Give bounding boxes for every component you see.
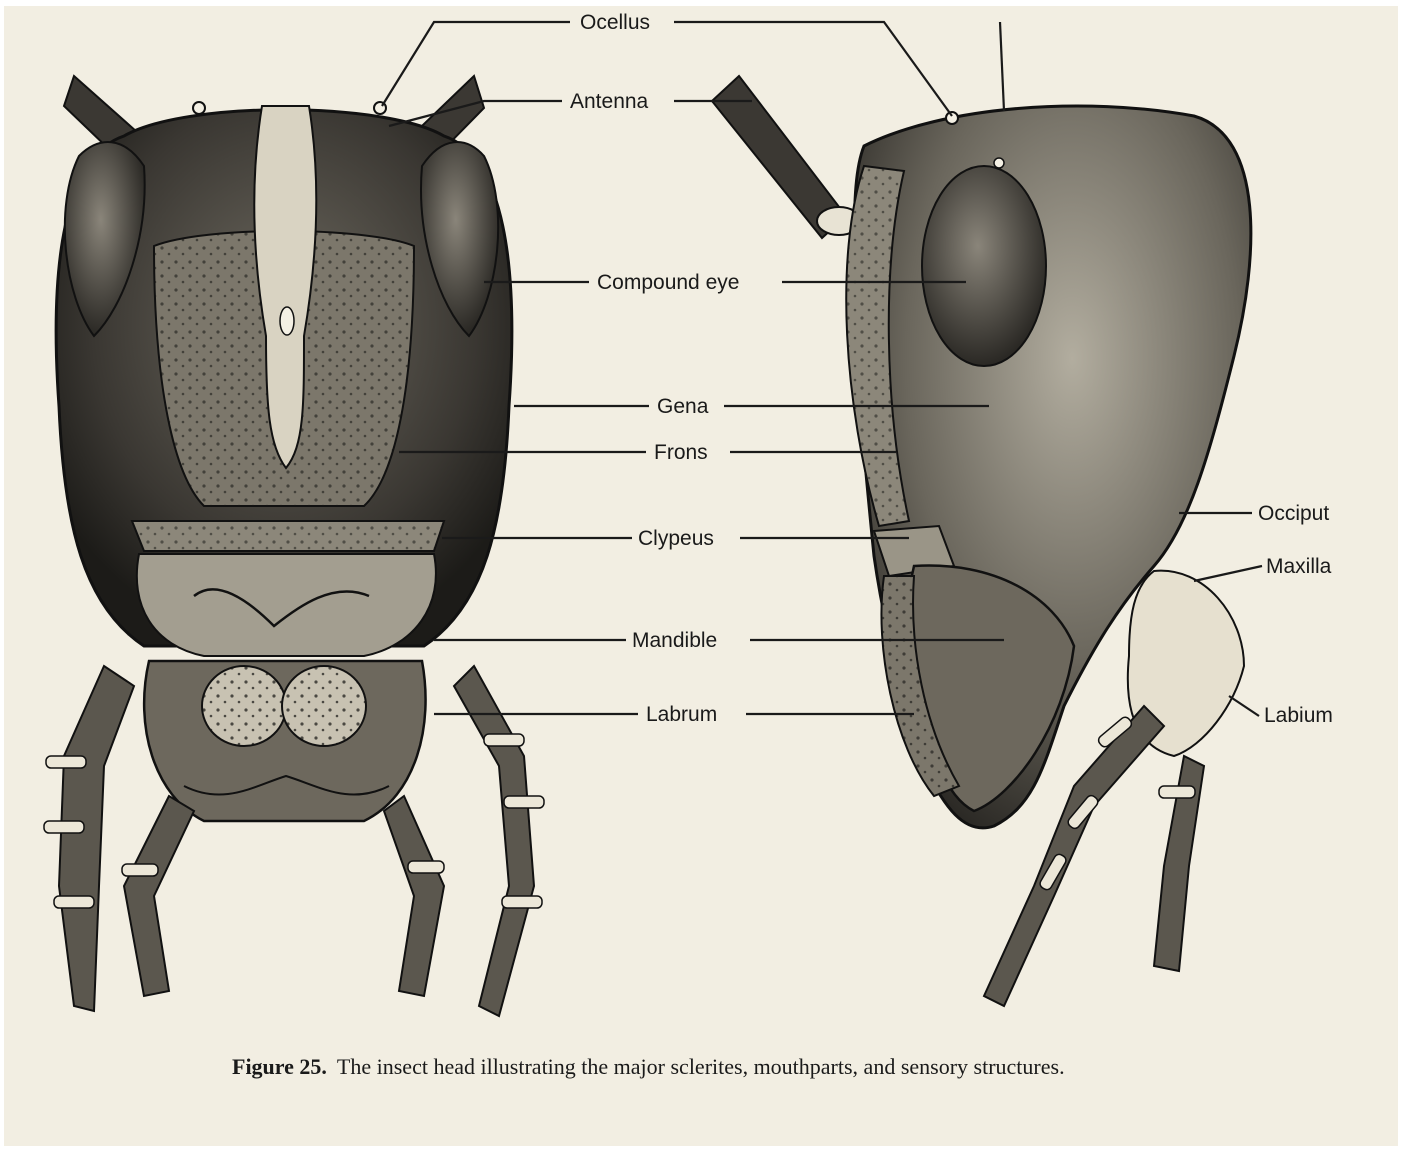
figure-page: Ocellus Antenna Compound eye Gena Frons … — [4, 6, 1398, 1146]
label-gena: Gena — [657, 395, 709, 418]
label-maxilla: Maxilla — [1266, 555, 1332, 578]
caption-text: The insect head illustrating the major s… — [337, 1054, 1065, 1079]
front-view-illustration — [44, 76, 544, 1016]
label-labium: Labium — [1264, 704, 1333, 727]
label-compound-eye: Compound eye — [597, 271, 739, 294]
label-occiput: Occiput — [1258, 502, 1329, 525]
label-mandible: Mandible — [632, 629, 717, 652]
label-ocellus: Ocellus — [580, 11, 650, 34]
label-frons: Frons — [654, 441, 708, 464]
insect-head-figure: Ocellus Antenna Compound eye Gena Frons … — [4, 6, 1398, 1146]
figure-number: Figure 25. — [232, 1054, 327, 1079]
label-labrum: Labrum — [646, 703, 717, 726]
figure-caption: Figure 25. The insect head illustrating t… — [232, 1052, 1192, 1081]
label-antenna: Antenna — [570, 90, 649, 113]
label-clypeus: Clypeus — [638, 527, 714, 550]
side-view-illustration — [712, 76, 1251, 1006]
